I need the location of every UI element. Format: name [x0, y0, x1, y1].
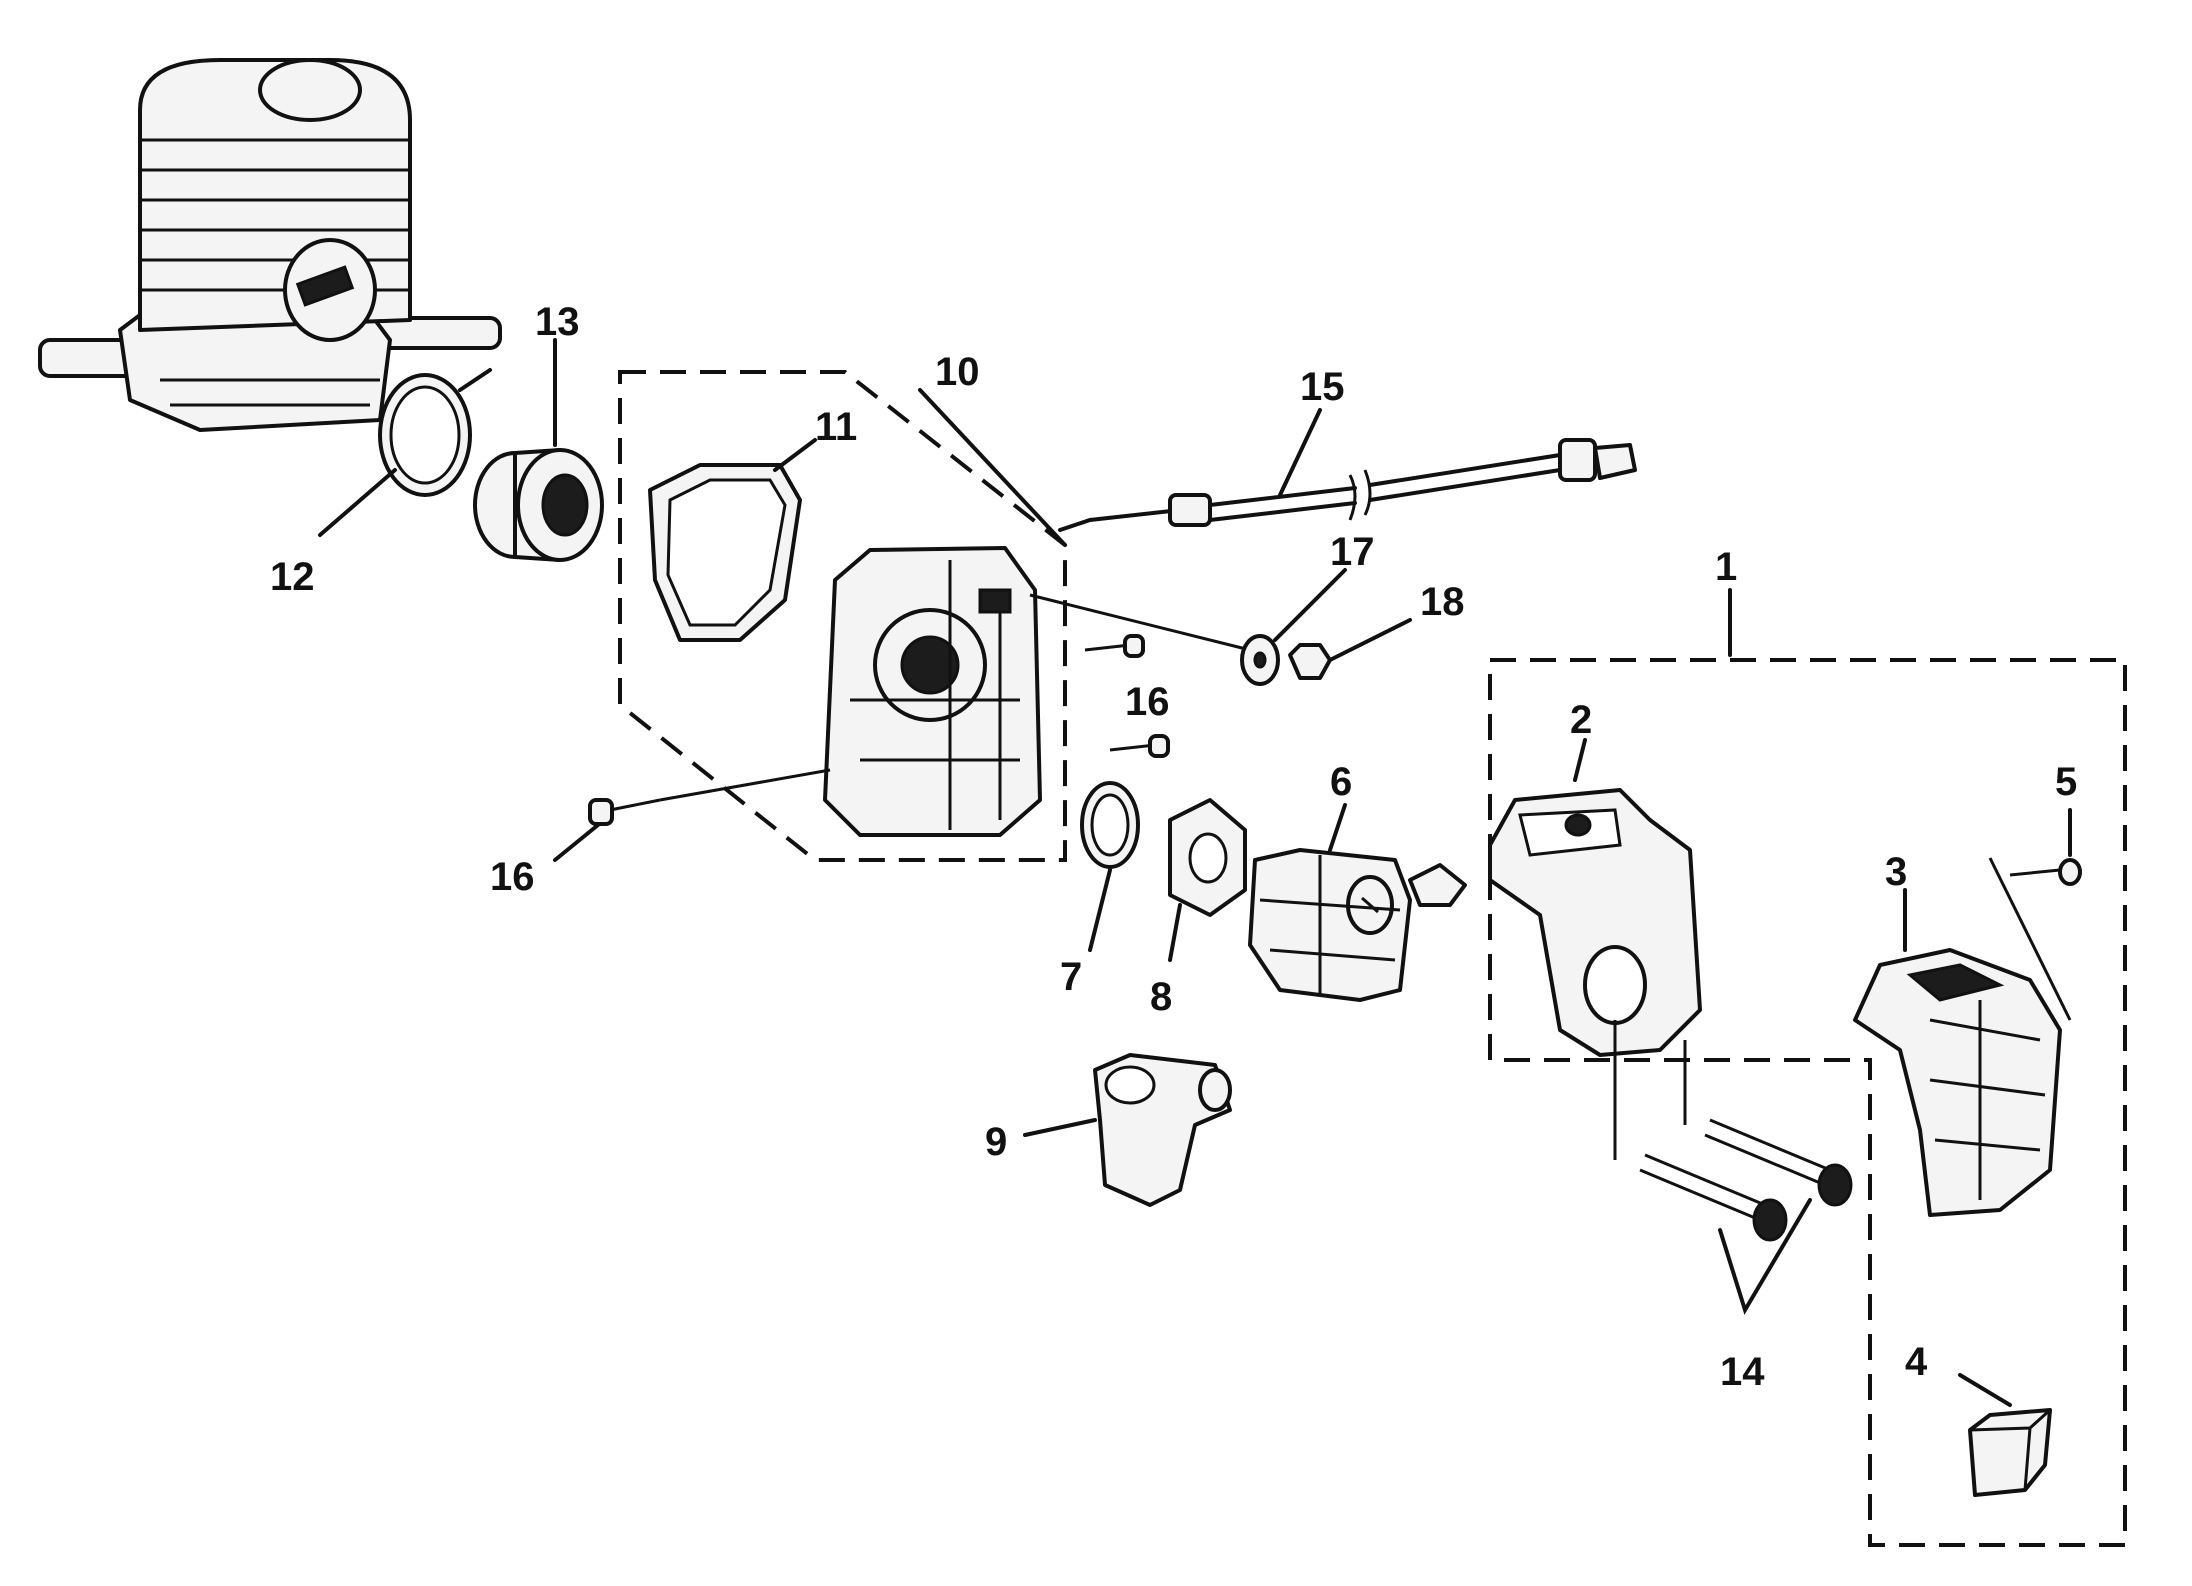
- clamp-ring-icon: [378, 368, 492, 497]
- air-filter-element-icon: [1853, 948, 2062, 1217]
- callout-3: 3: [1885, 850, 1907, 894]
- callout-14: 14: [1720, 1350, 1765, 1394]
- callout-6: 6: [1330, 760, 1352, 804]
- nut-icon: [1288, 643, 1332, 680]
- carburetor-icon: [1248, 848, 1467, 1002]
- callout-16: 16: [490, 855, 535, 899]
- washer-icon: [1240, 634, 1280, 686]
- screw-icon: [1109, 734, 1170, 758]
- callout-17: 17: [1330, 530, 1375, 574]
- callout-1: 1: [1715, 545, 1737, 589]
- engine-cylinder-icon: [38, 58, 502, 432]
- callout-13: 13: [535, 300, 580, 344]
- callout-11: 11: [815, 405, 857, 449]
- callout-9: 9: [985, 1120, 1007, 1164]
- gasket-icon: [648, 463, 802, 642]
- group-outline-10: [618, 370, 1067, 862]
- callout-10: 10: [935, 350, 980, 394]
- foam-filter-icon: [1968, 1408, 2052, 1497]
- bolt-icon: [1639, 1153, 1788, 1242]
- intake-boot-icon: [1093, 1053, 1232, 1207]
- air-filter-base-icon: [1488, 788, 1702, 1057]
- callout-16: 16: [1125, 680, 1170, 724]
- carburetor-adapter-icon: [823, 546, 1042, 837]
- screw-icon: [2009, 858, 2082, 886]
- screw-icon: [1084, 634, 1145, 658]
- intake-manifold-icon: [473, 448, 604, 562]
- callout-4: 4: [1905, 1340, 1928, 1384]
- bolt-icon: [1704, 1118, 1853, 1207]
- callout-2: 2: [1570, 698, 1592, 742]
- callout-18: 18: [1420, 580, 1465, 624]
- throttle-cable-icon: [1058, 438, 1637, 532]
- callout-15: 15: [1300, 365, 1345, 409]
- gasket-icon: [1080, 781, 1140, 869]
- callout-7: 7: [1060, 955, 1082, 999]
- screw-icon: [588, 798, 661, 826]
- callout-5: 5: [2055, 760, 2077, 804]
- callout-12: 12: [270, 555, 315, 599]
- callout-8: 8: [1150, 975, 1172, 1019]
- gasket-icon: [1168, 798, 1247, 917]
- group-outline-1: [1488, 658, 2127, 1547]
